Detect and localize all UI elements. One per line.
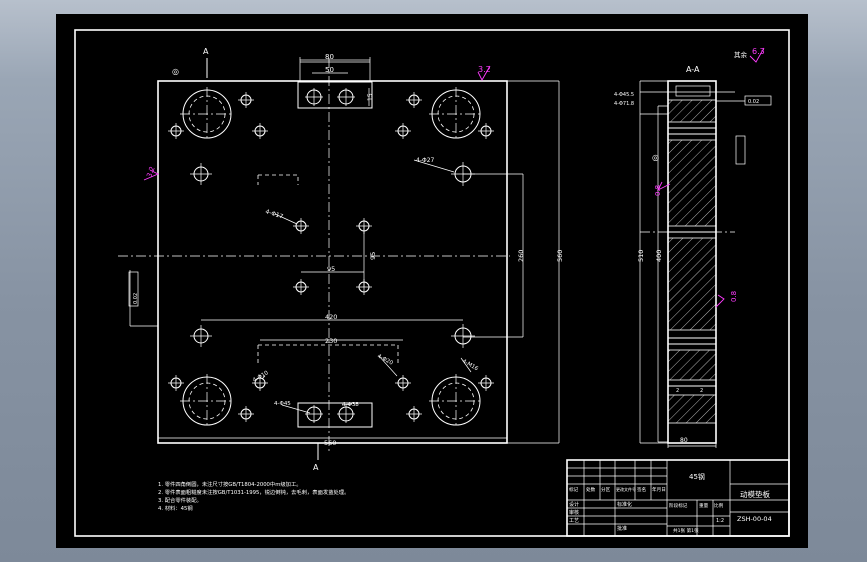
bottom-slot [297,402,373,428]
dim-total-height: 560 [556,250,564,262]
roughness-mark: 3.2 [478,65,491,74]
roughness-mark: 0.8 [730,291,738,302]
note-line: 1. 零件四角倒圆，未注尺寸按GB/T1804-2000中m级加工。 [158,480,302,488]
title-row-label: 更改文件号 [616,486,636,492]
callout-holes-27: 4-Φ27 [416,157,435,164]
dim-total-width: 560 [324,439,336,447]
corner-bore [180,87,234,141]
technical-notes: 1. 零件四角倒圆，未注尺寸按GB/T1804-2000中m级加工。 2. 零件… [158,480,349,512]
corner-bore [180,374,234,428]
section-arrow-bottom: A [313,463,319,472]
scale-label: 比例 [714,502,724,509]
dim-side-small-2: 2 [700,388,703,394]
title-row-label: 签名 [637,486,646,493]
corner-bore [429,374,483,428]
note-line: 3. 配合零件装配。 [158,496,202,504]
dim-side-510: 510 [637,250,645,262]
dim-lower-width: 420 [325,313,337,321]
datum-symbol: ◎ [172,67,179,76]
material-value: 45钢 [689,472,705,481]
datum-symbol: ◎ [652,153,659,162]
section-callout-a: 4-Φ45.5 [614,92,634,98]
section-view: ◎ [639,80,772,448]
review-label: 审核 [569,509,579,516]
corner-bore [429,87,483,141]
title-block [566,459,790,537]
approve-label: 批准 [617,525,627,532]
scale-value: 1:2 [716,518,724,524]
dim-lower-inner: 230 [325,337,337,345]
dim-top-slot-depth: 15 [367,93,374,101]
drawing-number: ZSH-00-04 [737,515,772,523]
title-row-label: 标记 [569,486,579,493]
roughness-mark: 0.8 [654,185,662,196]
dim-side-400: 400 [655,250,663,262]
part-name: 动模垫板 [740,489,770,499]
craft-label: 工艺 [569,518,579,524]
roughness-global-label: 其余 [734,50,748,59]
dim-top-slot-inner: 50 [325,66,334,74]
dim-hole-spacing: 95 [327,265,335,273]
leader-lines [261,159,472,414]
designer-label: 设计 [569,501,579,508]
tolerance-frame-left: 0.02 [133,293,139,304]
weight-label: 重量 [699,502,709,509]
dim-thickness: 80 [680,437,688,444]
dim-half-height: 95 [369,252,377,260]
dim-top-slot-width: 80 [325,53,334,61]
stage-label: 阶段标记 [669,502,688,509]
title-row-label: 分区 [601,486,611,493]
section-callout-b: 4-Φ71.8 [614,101,634,107]
standard-label: 标准化 [617,501,632,508]
tolerance-frame-top: 0.02 [748,99,759,105]
callout-holes-45: 4-Φ45 [274,401,291,407]
title-row-label: 年月日 [652,486,666,493]
section-title: A-A [686,65,700,74]
plate-outline [157,80,508,444]
note-line: 2. 零件表面粗糙度未注按GB/T1031-1995，锐边倒钝，去毛刺，表面发蓝… [158,488,349,496]
sheet-count: 共1张 第1张 [673,527,699,534]
sheet-border [74,29,790,537]
roughness-global-value: 6.3 [752,47,765,56]
plan-view: ◎ [118,57,560,460]
roughness-mark: 3.2 [145,165,156,178]
dim-center-height: 260 [517,250,525,262]
dim-side-small: 2 [676,388,679,394]
callout-holes-38: 4-Φ38 [342,402,359,408]
title-row-label: 处数 [586,486,596,493]
section-arrow-top: A [203,47,209,56]
note-line: 4. 材料：45钢 [158,504,193,512]
